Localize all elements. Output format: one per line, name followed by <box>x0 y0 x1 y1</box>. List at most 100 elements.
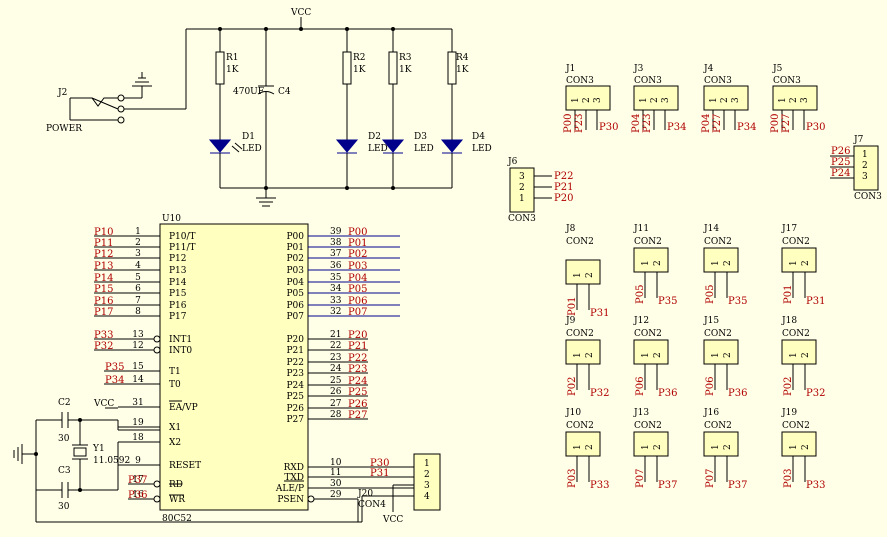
connector-ref: J15 <box>703 316 719 326</box>
connector-name: CON2 <box>704 237 732 247</box>
mcu-pin-name: X2 <box>169 438 181 448</box>
connector-net-label: P23 <box>574 114 585 133</box>
connector-pin-number: 2 <box>585 352 595 358</box>
connector-body <box>772 85 818 111</box>
connector-body <box>703 247 739 273</box>
connector-pin-number: 1 <box>641 260 651 266</box>
connector-body <box>703 85 749 111</box>
mcu-pin-number: 31 <box>132 398 143 408</box>
mcu-pin-name: P14 <box>169 278 187 288</box>
mcu-pin-name: P11/T <box>169 243 196 253</box>
connector-net-label: P04 <box>631 114 642 133</box>
connector-pin-number: 3 <box>731 97 741 103</box>
svg-text:LED: LED <box>368 144 388 154</box>
mcu-pin-number: 36 <box>330 261 342 271</box>
mcu-pin-number: 33 <box>330 296 342 306</box>
j2-ref: J2 <box>57 88 67 98</box>
c2-value: 30 <box>58 434 70 444</box>
mcu-body <box>159 223 309 511</box>
connector-body <box>633 247 669 273</box>
resistor-r1: R1 1K <box>215 29 239 140</box>
mcu-net-label: P16 <box>94 296 113 307</box>
resistor-r3: R3 1K <box>388 29 412 140</box>
connector-net-label: P31 <box>590 308 609 319</box>
mcu-ref: U10 <box>162 214 181 224</box>
connector-ref: J17 <box>781 224 797 234</box>
mcu-net-label: P33 <box>94 330 113 341</box>
connector-ref: J18 <box>781 316 797 326</box>
led-d2: D2 LED <box>335 132 388 188</box>
mcu-pin-name: RESET <box>169 461 201 471</box>
connector-name: CON2 <box>634 237 662 247</box>
mcu-pin-name: P27 <box>286 415 304 425</box>
mcu-pin-name: P03 <box>286 266 304 276</box>
connector-net-label: P07 <box>705 469 716 488</box>
connector-pin-number: 2 <box>723 260 733 266</box>
connector-pin-number: 1 <box>519 194 525 204</box>
connector-ref: J14 <box>703 224 719 234</box>
mcu-pin-number: 2 <box>135 238 141 248</box>
connector-name: CON2 <box>634 329 662 339</box>
connector-net-label: P33 <box>590 480 609 491</box>
svg-text:D3: D3 <box>414 132 427 142</box>
mcu-net-label: P15 <box>94 284 113 295</box>
resistor-r4: R4 1K <box>447 29 469 140</box>
mcu-pin-name: P21 <box>286 346 304 356</box>
y1-value: 11.0592 <box>93 456 130 466</box>
connector-pin-number: 2 <box>789 97 799 103</box>
mcu-pin-number: 10 <box>330 458 342 468</box>
mcu-pin-name: T1 <box>169 367 181 377</box>
mcu-net-label: P13 <box>94 261 113 272</box>
mcu-pin-number: 22 <box>330 341 341 351</box>
svg-text:1K: 1K <box>399 65 412 75</box>
mcu-net-label: P26 <box>348 399 367 410</box>
connector-ref: J12 <box>633 316 649 326</box>
svg-text:1K: 1K <box>353 65 366 75</box>
svg-text:R1: R1 <box>226 53 239 63</box>
mcu-pin-number: 7 <box>135 296 141 306</box>
connector-pin-number: 2 <box>862 161 868 171</box>
connector-name: CON2 <box>782 421 810 431</box>
connector-net-label: P27 <box>712 114 723 133</box>
j20-pin-number: 4 <box>424 492 430 502</box>
connector-pin-number: 1 <box>789 260 799 266</box>
mcu-pin-number: 15 <box>132 362 144 372</box>
mcu-pin-number: 19 <box>132 418 144 428</box>
connector-net-label: P34 <box>737 122 756 133</box>
mcu-pin-name: ALE/P <box>275 484 304 494</box>
connector-ref: J7 <box>853 135 864 145</box>
connector-body <box>853 145 879 191</box>
mcu-net-label: P27 <box>348 410 367 421</box>
j20-pin-number: 1 <box>424 459 430 469</box>
connector-net-label: P07 <box>635 469 646 488</box>
mcu-pin-number: 32 <box>330 307 341 317</box>
mcu-pin-name: P20 <box>286 335 304 345</box>
c3-ref: C3 <box>58 466 71 476</box>
mcu-pin-number: 21 <box>330 330 341 340</box>
mcu-pin-number: 25 <box>330 376 342 386</box>
mcu-pin-name: P01 <box>286 243 304 253</box>
connector-pin-number: 2 <box>653 352 663 358</box>
connector-body <box>509 167 535 213</box>
connector-name: CON2 <box>566 329 594 339</box>
mcu-net-label: P37 <box>128 475 147 486</box>
connector-name: CON3 <box>854 192 882 202</box>
connector-ref: J10 <box>565 408 581 418</box>
resistor-r2: R2 1K <box>342 29 366 140</box>
vcc-label: VCC <box>290 8 311 18</box>
pin-bubble <box>307 495 315 503</box>
mcu-pin-number: 29 <box>330 490 342 500</box>
connector-body <box>565 339 601 365</box>
mcu-net-label: P22 <box>348 353 367 364</box>
connector-net-label: P00 <box>770 114 781 133</box>
connector-net-label: P05 <box>635 285 646 304</box>
mcu-net-label: P05 <box>348 284 367 295</box>
mcu-pin-number: 5 <box>135 273 141 283</box>
mcu-net-label: VCC <box>93 399 114 409</box>
